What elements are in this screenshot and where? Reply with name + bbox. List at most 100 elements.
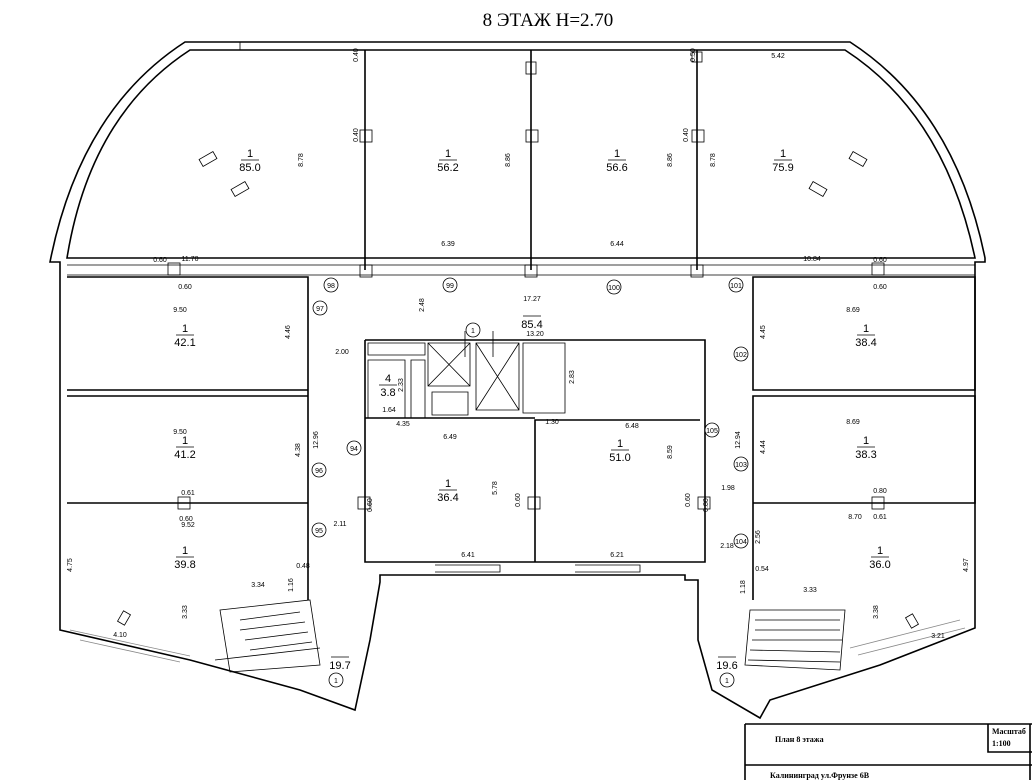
dimension-v: 0.40: [683, 128, 690, 142]
dimension-h: 0.60: [153, 257, 167, 264]
room-number: 1: [445, 148, 451, 160]
dimension-v: 0.60: [515, 493, 522, 507]
plan-title: 8 ЭТАЖ H=2.70: [483, 10, 614, 31]
dimension-h: 10.84: [803, 256, 821, 263]
scale-label: Масштаб: [992, 727, 1026, 736]
room-number: 1: [780, 148, 786, 160]
room-label: 136.0: [869, 545, 890, 571]
dimension-h: 9.52: [181, 522, 195, 529]
room-label: 151.0: [609, 438, 630, 464]
dimension-v: 8.59: [667, 445, 674, 459]
marker-number: 103: [735, 462, 747, 469]
dimension-v: 12.96: [313, 431, 320, 449]
room-number: 1: [182, 323, 188, 335]
axis-marker: 104: [733, 533, 749, 549]
room-label: 19.7: [329, 656, 351, 672]
dimension-h: 11.70: [182, 256, 199, 263]
room-area: 38.3: [855, 449, 876, 461]
dimension-v: 2.33: [398, 378, 405, 392]
dimension-v: 12.94: [735, 431, 742, 449]
room-area: 42.1: [174, 337, 195, 349]
dimension-h: 6.44: [610, 241, 624, 248]
dimension-h: 1.98: [721, 485, 735, 492]
room-label: 139.8: [174, 545, 195, 571]
axis-marker: 97: [312, 300, 328, 316]
dimension-v: 4.44: [760, 440, 767, 454]
dimension-h: 0.60: [873, 257, 887, 264]
room-number: 1: [247, 148, 253, 160]
dimension-v: 0.50: [690, 48, 697, 62]
room-area: 41.2: [174, 449, 195, 461]
marker-number: 95: [315, 528, 323, 535]
dimension-v: 4.38: [295, 443, 302, 457]
marker-number: 101: [730, 283, 742, 290]
room-area: 19.7: [329, 660, 350, 672]
dimension-h: 4.35: [396, 421, 410, 428]
marker-number: 99: [446, 283, 454, 290]
dimension-v: 5.78: [492, 481, 499, 495]
axis-marker: 98: [323, 277, 339, 293]
marker-number: 97: [316, 306, 324, 313]
room-label: 185.0: [239, 148, 260, 174]
outer-walls: [49, 41, 986, 720]
dimension-h: 0.54: [755, 566, 769, 573]
axis-marker: 96: [311, 462, 327, 478]
marker-number: 100: [608, 285, 620, 292]
dimension-v: 0.60: [367, 498, 374, 512]
address: Калининград ул.Фрунзе 6В: [770, 771, 870, 780]
dimension-h: 3.21: [931, 633, 945, 640]
dimension-v: 0.40: [353, 128, 360, 142]
room-area: 19.6: [716, 660, 737, 672]
dimension-v: 8.78: [710, 153, 717, 167]
dimension-v: 0.80: [703, 498, 710, 512]
dimension-h: 1.30: [545, 419, 559, 426]
dimension-h: 6.41: [461, 552, 475, 559]
room-label: 138.4: [855, 323, 876, 349]
dimension-h: 2.00: [335, 349, 349, 356]
room-label: 141.2: [174, 435, 195, 461]
scale-value: 1:100: [992, 739, 1011, 748]
room-number: 1: [877, 545, 883, 557]
room-label: 19.6: [716, 656, 738, 672]
dimension-h: 5.42: [771, 53, 785, 60]
room-number: 1: [617, 438, 623, 450]
dimension-h: 0.80: [873, 488, 887, 495]
room-label: 156.2: [437, 148, 458, 174]
room-label: 85.4: [521, 315, 543, 331]
room-label: 138.3: [855, 435, 876, 461]
dimension-h: 0.60: [179, 516, 193, 523]
room-number: 4: [385, 373, 391, 385]
marker-number: 102: [735, 352, 747, 359]
dimension-h: 0.60: [178, 284, 192, 291]
dimension-h: 8.70: [848, 514, 862, 521]
room-area: 85.0: [239, 162, 260, 174]
dimension-v: 8.86: [667, 153, 674, 167]
dimension-h: 0.61: [873, 514, 887, 521]
axis-marker: 100: [606, 279, 622, 295]
room-number: 1: [863, 435, 869, 447]
dimension-h: 6.49: [443, 434, 457, 441]
axis-marker: 1: [719, 672, 735, 688]
dimension-v: 2.56: [755, 530, 762, 544]
axis-marker: 1: [328, 672, 344, 688]
dimension-h: 3.33: [803, 587, 817, 594]
dimension-v: 0.60: [685, 493, 692, 507]
room-label: 142.1: [174, 323, 195, 349]
dimension-h: 13.20: [526, 331, 544, 338]
dimension-v: 4.46: [285, 325, 292, 339]
axis-marker: 95: [311, 522, 327, 538]
room-area: 85.4: [521, 319, 542, 331]
dimension-v: 1.18: [740, 580, 747, 594]
interior-walls: [67, 50, 976, 673]
axis-marker: 94: [346, 440, 362, 456]
dimension-h: 17.27: [523, 296, 541, 303]
axis-marker: 103: [733, 456, 749, 472]
marker-number: 1: [471, 328, 475, 335]
dimension-h: 4.10: [113, 632, 127, 639]
title-block: План 8 этажа Масштаб 1:100 Калининград у…: [744, 723, 1032, 780]
dimension-h: 0.48: [296, 563, 310, 570]
axis-marker: 101: [728, 277, 744, 293]
dimension-v: 2.83: [569, 370, 576, 384]
